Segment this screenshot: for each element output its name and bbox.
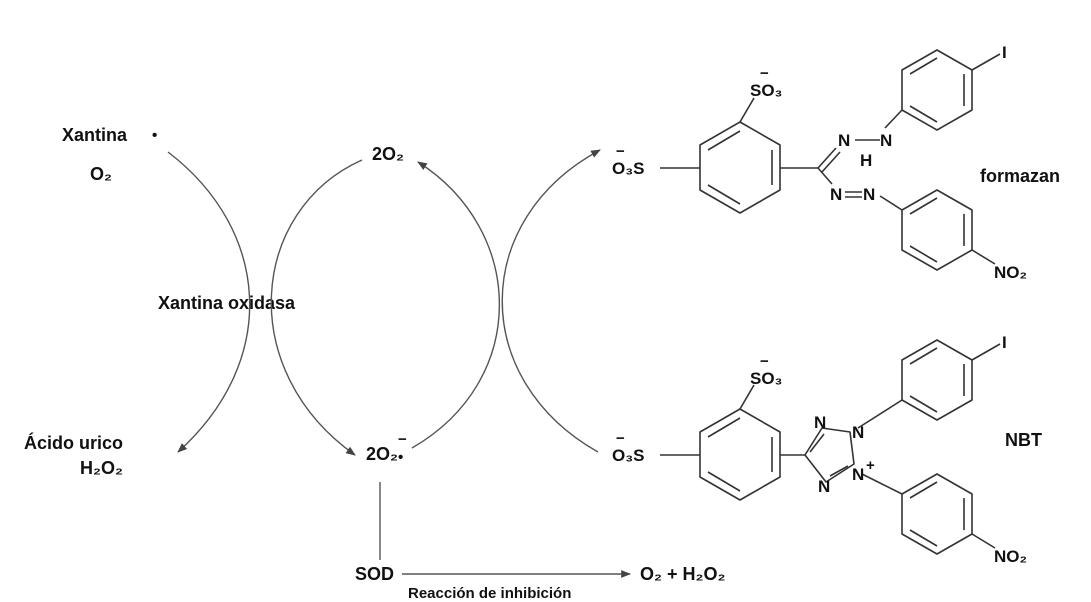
nbt-label: NBT: [1005, 430, 1042, 450]
nbt-n-top: N: [814, 413, 826, 432]
nbt-iodo: I: [1002, 333, 1007, 352]
superoxide-dot: •: [398, 449, 403, 466]
xantina-radical-dot: •: [152, 127, 157, 144]
formazan-so3-charge: −: [760, 65, 769, 82]
formazan-label: formazan: [980, 166, 1060, 186]
formazan-o3s-charge: −: [616, 143, 625, 160]
superoxide-label: 2O₂: [366, 444, 398, 464]
formazan-n3: N: [830, 185, 842, 204]
nbt-so3-charge: −: [760, 353, 769, 370]
o2-input-label: O₂: [90, 164, 112, 184]
superoxide-charge: −: [398, 431, 407, 448]
nbt-to-formazan-arrow: [501, 149, 601, 453]
h2o2-left-label: H₂O₂: [80, 458, 123, 478]
nbt-n-bottom: N: [818, 477, 830, 496]
nbt-so3: SO₃: [750, 369, 782, 388]
nbt-n-bottom2: N: [852, 465, 864, 484]
formazan-n4: N: [863, 185, 875, 204]
xantina-oxidasa-label: Xantina oxidasa: [158, 293, 296, 313]
nbt-o3s: O₃S: [612, 446, 644, 465]
formazan-structure: [660, 49, 1001, 271]
products-label: O₂ + H₂O₂: [640, 564, 726, 584]
acido-urico-label: Ácido urico: [24, 432, 123, 453]
formazan-nitro: NO₂: [994, 263, 1027, 282]
formazan-h: H: [860, 151, 872, 170]
nbt-nitro: NO₂: [994, 547, 1027, 566]
two-o2-label: 2O₂: [372, 144, 404, 164]
formazan-so3: SO₃: [750, 81, 782, 100]
xantina-to-acido-arrow: [167, 151, 251, 453]
nbt-n-right: N: [852, 423, 864, 442]
formazan-n1: N: [838, 131, 850, 150]
sod-label: SOD: [355, 564, 394, 584]
formazan-iodo: I: [1002, 43, 1007, 62]
o2-to-superoxide-arrow: [270, 159, 363, 456]
nbt-plus: +: [866, 457, 875, 474]
nbt-o3s-charge: −: [616, 430, 625, 447]
nbt-structure: [660, 339, 1001, 555]
superoxide-up-arrow: [411, 161, 500, 449]
formazan-n2: N: [880, 131, 892, 150]
xantina-label: Xantina: [62, 125, 128, 145]
reaccion-inhibicion-label: Reacción de inhibición: [408, 585, 571, 602]
formazan-o3s: O₃S: [612, 159, 644, 178]
